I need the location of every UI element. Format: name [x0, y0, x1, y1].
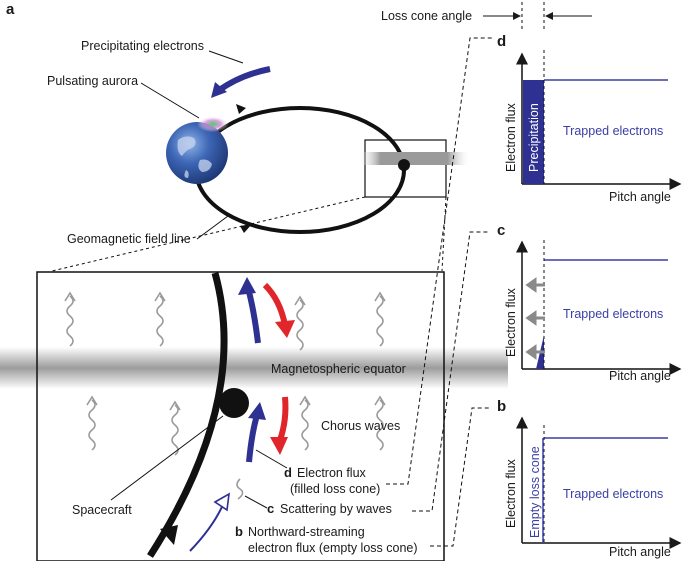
- label-loss-cone-angle: Loss cone angle: [381, 9, 472, 23]
- annotation-d-line2: (filled loss cone): [290, 482, 380, 496]
- small-equator-band: [358, 152, 470, 165]
- zoomed-view-box: [36, 271, 445, 561]
- annotation-c-text: Scattering by waves: [280, 502, 392, 516]
- panel-c-scatter-arrows: [525, 277, 545, 360]
- chorus-wave-arrowhead: [169, 400, 181, 411]
- chorus-wave-arrowhead: [374, 395, 386, 406]
- panel-d-precipitation-fill: [523, 80, 544, 184]
- panel-b-letter: b: [497, 398, 506, 415]
- label-spacecraft: Spacecraft: [72, 503, 132, 517]
- panel-d-xlabel: Pitch angle: [609, 190, 671, 204]
- panel-b-xlabel: Pitch angle: [609, 545, 671, 559]
- annotation-b-line1: Northward-streaming: [248, 525, 365, 539]
- field-line-arrow-top: [236, 104, 246, 114]
- panel-c: c Electron flux Trapped electrons Pitch …: [497, 222, 682, 383]
- label-geomagnetic-field-line: Geomagnetic field line: [67, 232, 191, 246]
- connector-c: [412, 231, 489, 512]
- annotation-c-letter: c: [267, 501, 274, 516]
- chorus-wave-arrowhead: [299, 395, 311, 406]
- spacecraft-dot: [219, 388, 249, 418]
- leader-c: [244, 495, 268, 509]
- chorus-wave-arrowhead: [374, 291, 386, 302]
- chorus-wave-arrowhead: [294, 295, 306, 306]
- zoom-box: [364, 139, 447, 198]
- annotation-b-line2: electron flux (empty loss cone): [248, 541, 418, 555]
- chorus-wave: [88, 399, 96, 451]
- leader-spacecraft: [110, 415, 224, 501]
- connector-d: [386, 37, 493, 485]
- precipitating-electrons-arrow: [216, 66, 271, 94]
- chorus-wave: [301, 399, 309, 451]
- earth-globe: [166, 122, 228, 184]
- annotation-d-letter: d: [284, 465, 292, 480]
- label-magnetospheric-equator: Magnetospheric equator: [271, 362, 406, 376]
- panel-d-ylabel: Electron flux: [504, 102, 518, 172]
- small-spacecraft-dot: [398, 159, 410, 171]
- leader-precipitating: [208, 50, 244, 64]
- chorus-wave-arrowhead: [86, 395, 98, 406]
- precipitating-arrow-head: [211, 82, 227, 98]
- chorus-wave: [66, 295, 74, 347]
- panel-b-empty-loss-cone-label: Empty loss cone: [528, 446, 542, 538]
- chorus-wave: [376, 399, 384, 451]
- chorus-waves-group: [64, 291, 386, 456]
- panel-b-trapped-label: Trapped electrons: [563, 487, 663, 501]
- northward-stream-arrow-head: [213, 492, 230, 512]
- annotation-d-line1: Electron flux: [297, 466, 367, 480]
- panel-d-trapped-label: Trapped electrons: [563, 124, 663, 138]
- label-pulsating-aurora: Pulsating aurora: [47, 74, 138, 88]
- magnetospheric-equator-band: [0, 347, 508, 389]
- lower-red-arrow: [277, 396, 289, 441]
- upper-red-arrow-head: [275, 320, 295, 338]
- lower-blue-arrow-head: [248, 402, 266, 420]
- chorus-wave: [376, 295, 384, 347]
- label-chorus-waves: Chorus waves: [321, 419, 400, 433]
- field-line-arrow-bottom: [240, 224, 252, 233]
- label-precipitating-electrons: Precipitating electrons: [81, 39, 204, 53]
- panel-c-trapped-label: Trapped electrons: [563, 307, 663, 321]
- chorus-wave: [171, 404, 179, 456]
- panel-c-letter: c: [497, 222, 505, 239]
- aurora-glow: [197, 116, 229, 132]
- earth-continents: [177, 136, 212, 178]
- upper-red-arrow: [262, 282, 288, 326]
- panel-d-precipitation-label: Precipitation: [527, 103, 541, 172]
- panel-b-ylabel: Electron flux: [504, 458, 518, 528]
- scattering-wave: [236, 478, 244, 500]
- panel-b: b Empty loss cone Electron flux Trapped …: [497, 398, 682, 559]
- zoomed-field-line: [147, 272, 228, 558]
- panel-c-xlabel: Pitch angle: [609, 369, 671, 383]
- panel-c-ylabel: Electron flux: [504, 287, 518, 357]
- leader-aurora: [140, 82, 200, 119]
- panel-d-letter: d: [497, 33, 506, 50]
- zoom-line-right: [441, 196, 447, 272]
- panel-d: d Precipitation Electron flux Trapped el…: [497, 33, 682, 204]
- chorus-wave-arrowhead: [154, 291, 166, 302]
- chorus-wave: [296, 299, 304, 351]
- northward-stream-line: [189, 499, 226, 552]
- panel-a-letter: a: [6, 1, 15, 18]
- upper-blue-arrow-head: [238, 277, 256, 295]
- lower-red-arrow-head: [270, 437, 288, 455]
- chorus-wave-arrowhead: [64, 291, 76, 302]
- annotation-b-letter: b: [235, 524, 243, 539]
- upper-blue-arrow: [245, 287, 261, 344]
- chorus-wave: [156, 295, 164, 347]
- connector-b: [430, 407, 489, 547]
- leader-field-line: [196, 215, 229, 240]
- zoomed-field-line-arrow: [160, 525, 178, 545]
- leader-d: [255, 449, 288, 469]
- lower-blue-arrow: [246, 411, 261, 463]
